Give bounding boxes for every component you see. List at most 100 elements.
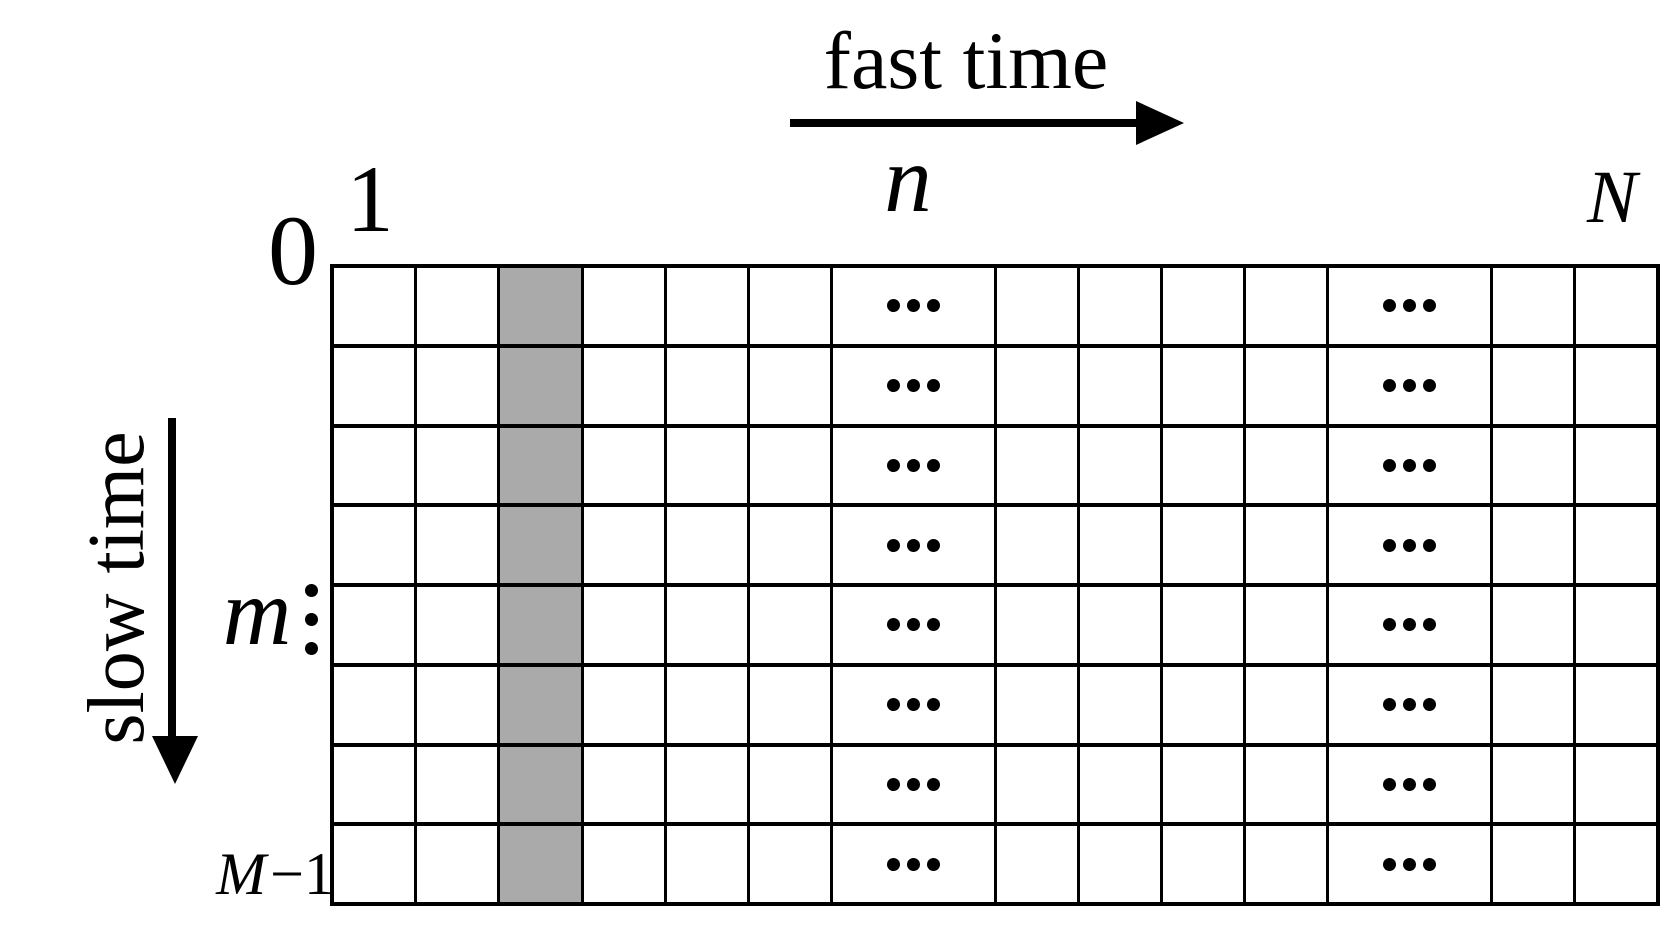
grid-cell: [996, 826, 1077, 902]
grid-cell: [996, 587, 1077, 663]
grid-cell: [996, 347, 1077, 424]
ellipsis-dot: [1422, 698, 1436, 712]
ellipsis-dot: [906, 379, 920, 393]
grid-cell: [334, 746, 415, 823]
grid-cell: [583, 427, 664, 504]
grid-cell: [1246, 427, 1327, 504]
grid-cell: [1492, 746, 1573, 823]
shaded-cell: [500, 268, 581, 344]
grid-cell: [1162, 826, 1244, 902]
grid-cell: [1079, 666, 1160, 743]
horizontal-ellipsis-icon: [886, 379, 940, 393]
column-label-first: 1: [346, 146, 394, 252]
ellipsis-dot: [1402, 618, 1416, 632]
ellipsis-dot: [305, 613, 318, 626]
grid-cell: [417, 746, 498, 823]
ellipsis-cell: [1329, 268, 1490, 344]
grid-cell: [1575, 826, 1656, 902]
grid-cell: [417, 347, 498, 424]
grid-cell: [749, 507, 831, 583]
grid-cell: [583, 746, 664, 823]
horizontal-ellipsis-icon: [886, 777, 940, 791]
fast-time-arrow-right-icon: [1136, 101, 1184, 145]
shaded-cell: [500, 826, 581, 902]
grid-cell: [334, 587, 415, 663]
grid-cell: [666, 587, 747, 663]
ellipsis-dot: [926, 857, 940, 871]
grid-cell: [1246, 587, 1327, 663]
slow-time-axis-label: slow time: [73, 431, 161, 745]
row-label-m: m: [222, 559, 292, 665]
horizontal-ellipsis-icon: [1382, 857, 1436, 871]
grid-cell: [996, 268, 1077, 344]
ellipsis-cell: [833, 826, 994, 902]
fast-time-axis-label: fast time: [823, 15, 1109, 106]
row-label-M-minus-1-number-part: −1: [270, 841, 334, 907]
grid-cell: [1575, 347, 1656, 424]
grid-cell: [996, 746, 1077, 823]
ellipsis-dot: [906, 857, 920, 871]
grid-cell: [334, 268, 415, 344]
grid-cell: [417, 666, 498, 743]
ellipsis-cell: [833, 746, 994, 823]
shaded-cell: [500, 587, 581, 663]
grid-cell: [1492, 507, 1573, 583]
horizontal-ellipsis-icon: [1382, 618, 1436, 632]
ellipsis-dot: [1402, 538, 1416, 552]
ellipsis-dot: [1382, 777, 1396, 791]
ellipsis-dot: [906, 777, 920, 791]
ellipsis-dot: [1402, 299, 1416, 313]
grid-cell: [1575, 666, 1656, 743]
grid-cell: [1246, 826, 1327, 902]
horizontal-ellipsis-icon: [1382, 777, 1436, 791]
ellipsis-dot: [1382, 458, 1396, 472]
grid-cell: [749, 427, 831, 504]
ellipsis-dot: [906, 698, 920, 712]
ellipsis-cell: [1329, 826, 1490, 902]
grid-cell: [1492, 826, 1573, 902]
grid-cell: [1079, 826, 1160, 902]
ellipsis-cell: [833, 507, 994, 583]
ellipsis-dot: [1422, 857, 1436, 871]
grid-cell: [1575, 427, 1656, 504]
grid-cell: [334, 347, 415, 424]
ellipsis-dot: [1422, 538, 1436, 552]
ellipsis-dot: [305, 584, 318, 597]
ellipsis-cell: [833, 347, 994, 424]
ellipsis-dot: [1402, 698, 1416, 712]
ellipsis-dot: [1422, 458, 1436, 472]
ellipsis-dot: [906, 618, 920, 632]
ellipsis-dot: [1382, 379, 1396, 393]
grid-cell: [1079, 746, 1160, 823]
ellipsis-cell: [833, 268, 994, 344]
grid-cell: [1492, 666, 1573, 743]
horizontal-ellipsis-icon: [1382, 458, 1436, 472]
grid-cell: [1079, 507, 1160, 583]
ellipsis-dot: [886, 698, 900, 712]
ellipsis-cell: [1329, 587, 1490, 663]
grid-cell: [417, 587, 498, 663]
horizontal-ellipsis-icon: [886, 538, 940, 552]
grid-cell: [1079, 347, 1160, 424]
data-matrix-grid: [330, 264, 1660, 906]
grid-cell: [1162, 268, 1244, 344]
grid-cell: [666, 746, 747, 823]
grid-cell: [417, 268, 498, 344]
grid-cell: [334, 666, 415, 743]
shaded-cell: [500, 746, 581, 823]
grid-cell: [749, 268, 831, 344]
ellipsis-cell: [1329, 507, 1490, 583]
grid-cell: [1079, 268, 1160, 344]
grid-cell: [334, 427, 415, 504]
ellipsis-cell: [833, 427, 994, 504]
grid-cell: [1575, 268, 1656, 344]
ellipsis-dot: [926, 698, 940, 712]
column-label-n: n: [884, 126, 932, 232]
grid-cell: [1162, 427, 1244, 504]
ellipsis-dot: [886, 538, 900, 552]
ellipsis-dot: [1422, 777, 1436, 791]
horizontal-ellipsis-icon: [1382, 538, 1436, 552]
horizontal-ellipsis-icon: [1382, 299, 1436, 313]
horizontal-ellipsis-icon: [1382, 379, 1436, 393]
